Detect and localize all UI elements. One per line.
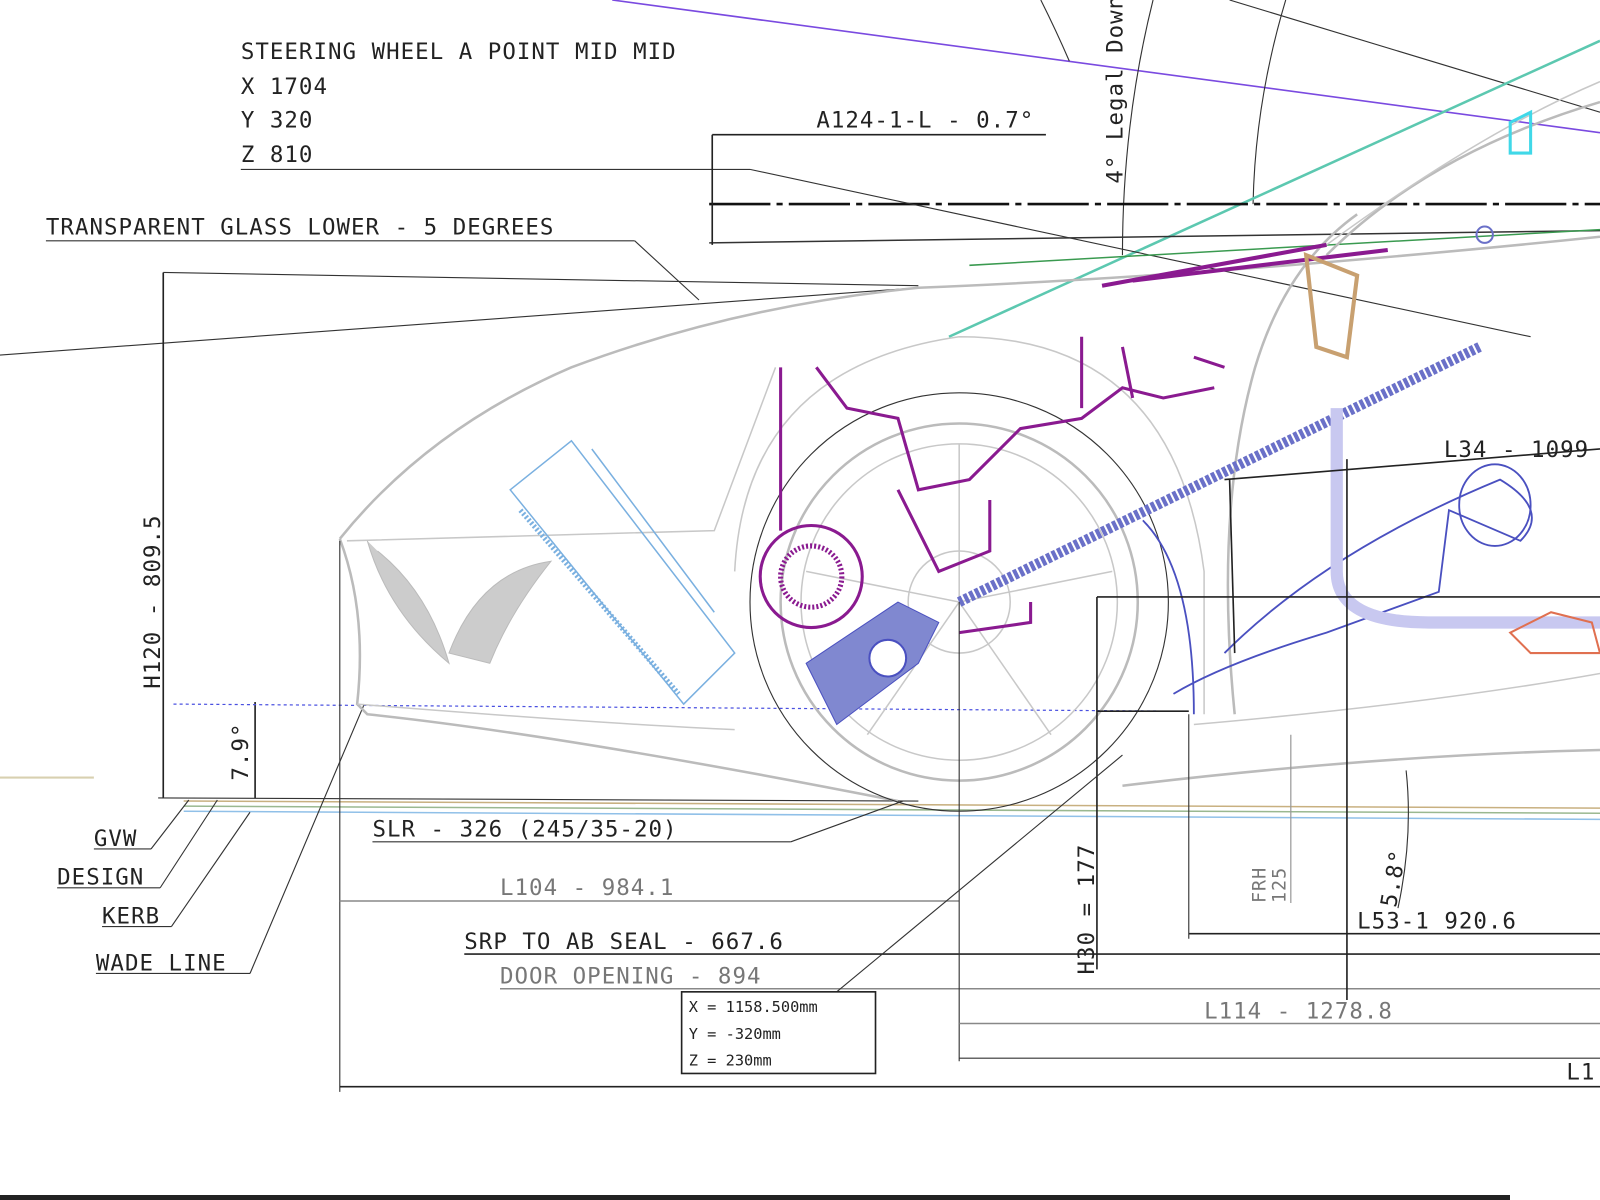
vertical-dimensions: H30 = 177 FRH 125 5.8° [1074,596,1600,975]
legal-down-label: 4° Legal Down [1102,0,1128,184]
glass-callout: TRANSPARENT GLASS LOWER - 5 DEGREES [46,215,700,301]
frh-label: FRH [1249,867,1270,903]
frh-value: 125 [1270,867,1291,903]
wiring-harness [758,242,1388,635]
door-opening-label: DOOR OPENING - 894 [500,964,762,990]
slr-label: SLR - 326 (245/35-20) [372,817,677,843]
l34-dimension: L34 - 1099 [1224,437,1600,654]
l1-cut-label: L1( [1566,1060,1600,1086]
a124-dimension: A124-1-L - 0.7° [711,108,1046,245]
h30-label: H30 = 177 [1074,844,1100,975]
ground-line-design: DESIGN [57,865,144,891]
coord-y: Y = -320mm [689,1025,781,1043]
steering-point-title: STEERING WHEEL A POINT MID MID [241,39,677,65]
l34-label: L34 - 1099 [1444,437,1589,463]
steering-point-z: Z 810 [241,142,314,168]
horizontal-dimensions: L104 - 984.1 SRP TO AB SEAL - 667.6 DOOR… [339,459,1600,1092]
angle-7-9-label: 7.9° [228,722,254,780]
srp-label: SRP TO AB SEAL - 667.6 [464,929,784,955]
steering-point-x: X 1704 [241,74,328,100]
ground-line-kerb: KERB [102,903,160,929]
l104-label: L104 - 984.1 [500,875,674,901]
car-body-outline [338,80,1600,803]
sight-lines [0,0,1600,356]
l114-label: L114 - 1278.8 [1204,998,1393,1024]
h120-dimension: H120 - 809.5 7.9° [0,272,1184,802]
l53-label: L53-1 920.6 [1357,909,1517,935]
coordinate-box: X = 1158.500mm Y = -320mm Z = 230mm [680,754,1123,1075]
slr-callout: SLR - 326 (245/35-20) [372,800,904,843]
ground-line-gvw: GVW [94,826,138,852]
ground-line-wade: WADE LINE [96,950,227,976]
coord-x: X = 1158.500mm [689,998,818,1016]
ground-lines: GVW DESIGN KERB WADE LINE [57,703,1600,976]
chassis-components [805,109,1600,726]
steering-point-callout: STEERING WHEEL A POINT MID MID X 1704 Y … [241,39,677,168]
h120-label: H120 - 809.5 [140,514,166,688]
a124-label: A124-1-L - 0.7° [816,108,1034,134]
radiator [509,439,736,706]
front-wheel [733,335,1205,812]
steering-point-y: Y 320 [241,108,314,134]
bottom-border [0,1195,1510,1200]
coord-z: Z = 230mm [689,1051,772,1069]
glass-label: TRANSPARENT GLASS LOWER - 5 DEGREES [46,215,555,241]
angle-5-8-label: 5.8° [1376,847,1412,909]
